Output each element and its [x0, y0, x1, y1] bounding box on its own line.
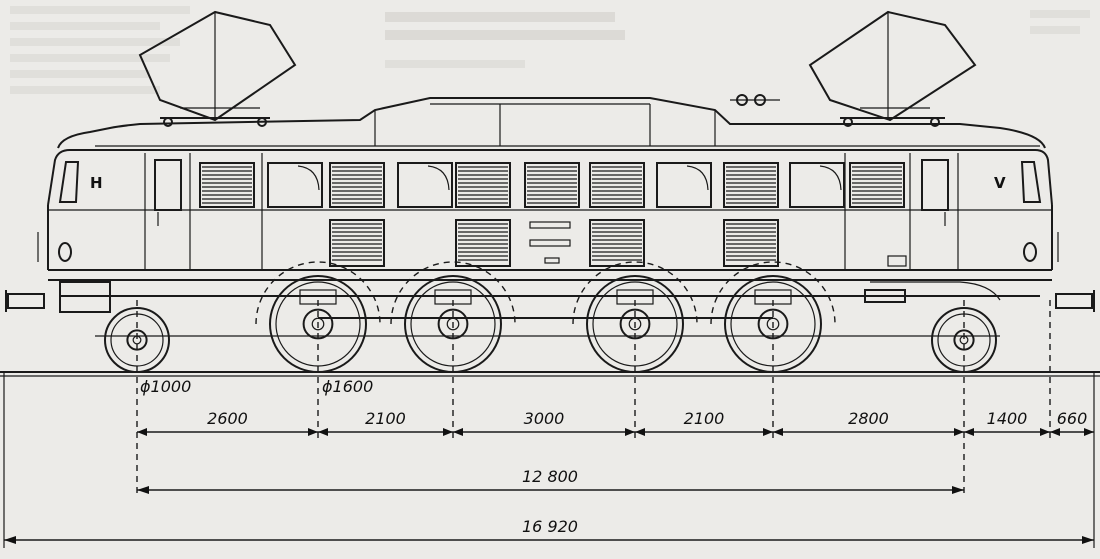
dimension-arrow: [964, 428, 974, 436]
side-louvre: [524, 162, 580, 208]
running-gear-frame: [59, 281, 1040, 337]
lower-louvre-row: [329, 219, 779, 267]
side-louvre: [723, 162, 779, 208]
roof-outline: [57, 97, 1046, 149]
carrying-wheel-diameter: ϕ1000: [140, 377, 191, 396]
side-louvre: [849, 162, 905, 208]
rear-coupler-box: [59, 281, 111, 313]
spacing-label: 3000: [524, 409, 565, 428]
front-door-window: [921, 159, 949, 211]
side-window: [656, 162, 712, 208]
dimension-arrow: [625, 428, 635, 436]
dimension-arrow: [635, 428, 645, 436]
driving-wheel-diameter: ϕ1600: [322, 377, 373, 396]
extension-lines: [3, 300, 1095, 548]
dimension-arrow: [1084, 428, 1094, 436]
side-window: [789, 162, 845, 208]
spacing-label: 2100: [684, 409, 725, 428]
cab-ends-outline: [47, 149, 1053, 206]
dimension-arrow: [308, 428, 318, 436]
front-carrying-wheel: [931, 307, 997, 373]
side-window: [397, 162, 453, 208]
locomotive-body: [47, 97, 1053, 281]
side-louvre: [329, 162, 385, 208]
spacing-label: 2800: [848, 409, 889, 428]
front-buffer: [1055, 290, 1095, 312]
spacing-label: 1400: [987, 409, 1028, 428]
lower-louvre: [329, 219, 385, 267]
dimension-arrow: [137, 428, 147, 436]
background-bleed-text: [10, 6, 1090, 94]
side-box: [887, 255, 907, 267]
front-pantograph: [730, 10, 977, 127]
dimension-arrow: [954, 428, 964, 436]
dimension-arrow: [318, 428, 328, 436]
dimension-arrow: [443, 428, 453, 436]
side-plate-small: [544, 257, 560, 264]
side-plate-top: [529, 221, 571, 229]
rear-lamp-icon: [58, 242, 72, 262]
cab-windows: [58, 159, 1042, 226]
dimension-arrow: [763, 428, 773, 436]
side-louvre: [589, 162, 645, 208]
dimension-arrow: [1050, 428, 1060, 436]
rear-pantograph: [138, 10, 297, 127]
lower-louvre: [589, 219, 645, 267]
front-lamp-icon: [1023, 242, 1037, 262]
side-louvre: [199, 162, 255, 208]
side-window: [267, 162, 323, 208]
spacing-label: 2100: [365, 409, 406, 428]
lower-louvre: [723, 219, 779, 267]
wheelbase-dimension: [137, 486, 964, 494]
side-plate-bottom: [529, 239, 571, 247]
overall-length-dimension: [4, 536, 1094, 544]
wheelset-group: [104, 261, 997, 373]
rear-carrying-wheel: [104, 307, 170, 373]
total-wheelbase-label: 12 800: [522, 467, 578, 486]
dimension-arrow: [773, 428, 783, 436]
spacing-label: 2600: [207, 409, 248, 428]
rear-end-marker: H: [90, 174, 103, 192]
side-louvre: [455, 162, 511, 208]
rear-door-window: [154, 159, 182, 211]
front-end-marker: V: [994, 174, 1006, 192]
length-over-buffers-label: 16 920: [522, 517, 578, 536]
dimension-arrow: [453, 428, 463, 436]
spacing-labels: 2600 2100 3000 2100 2800 1400 660: [137, 409, 1094, 436]
front-cab-front-window: [1020, 161, 1042, 203]
upper-window-row: [199, 162, 905, 208]
spacing-label: 660: [1057, 409, 1088, 428]
rear-buffer: [5, 290, 45, 312]
dimension-arrow: [1040, 428, 1050, 436]
lower-louvre: [455, 219, 511, 267]
rear-cab-front-window: [58, 161, 80, 203]
